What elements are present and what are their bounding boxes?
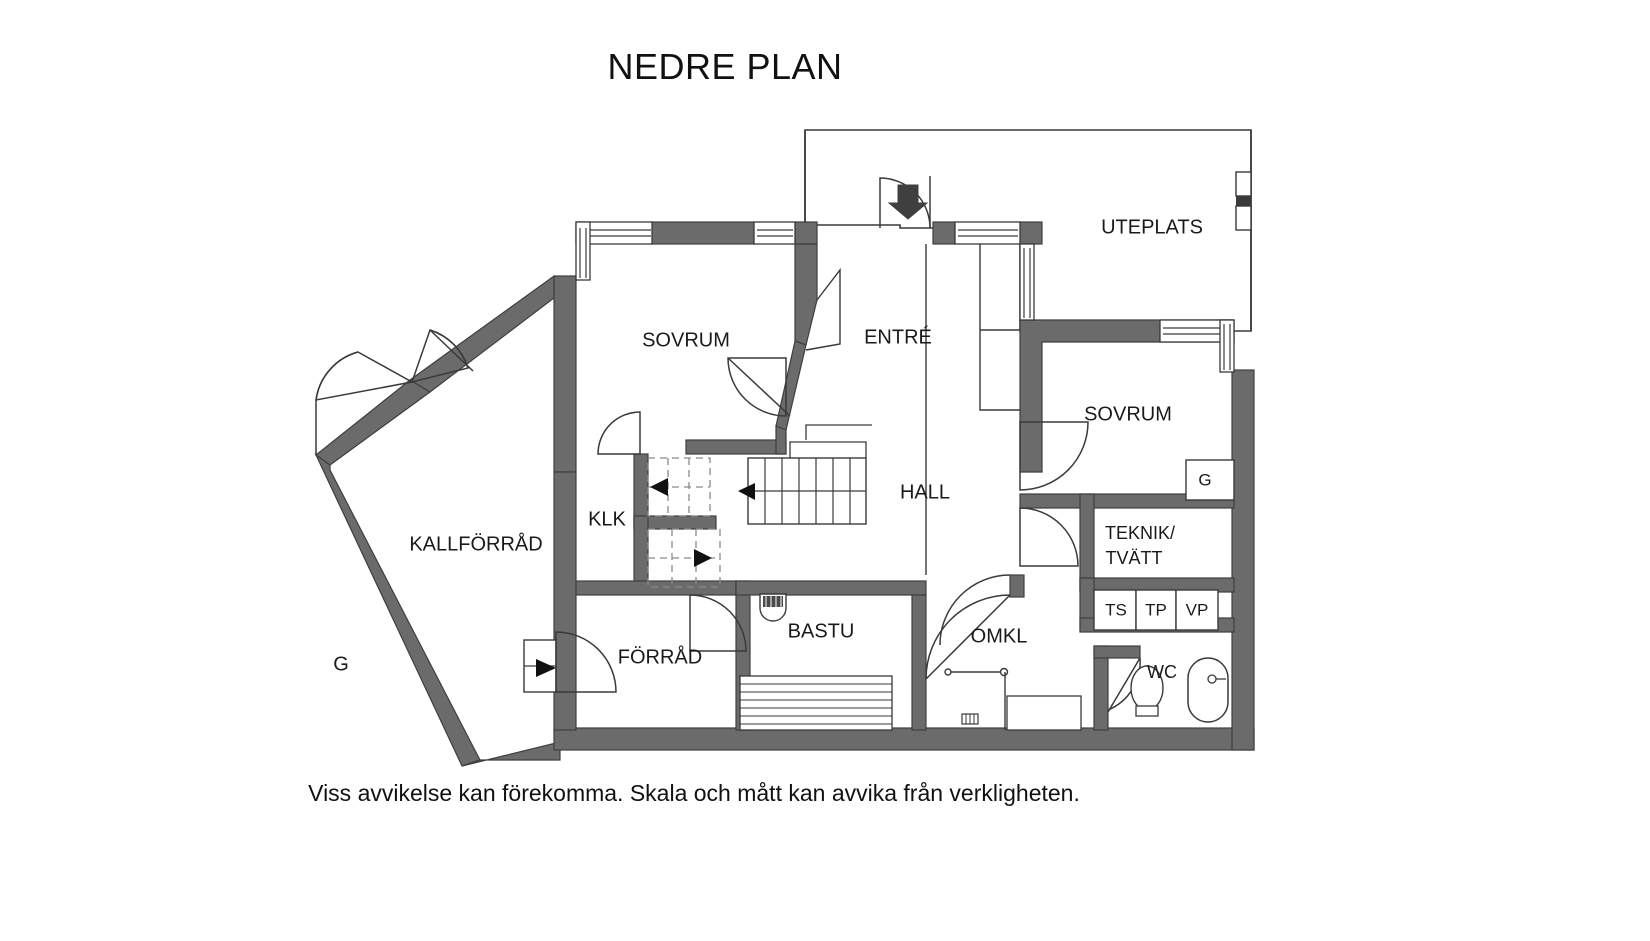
room-label-vp: VP bbox=[1186, 600, 1209, 619]
room-label-tp: TP bbox=[1145, 600, 1167, 619]
kallforrad-doors bbox=[315, 329, 474, 455]
technical-boxes bbox=[1093, 589, 1219, 631]
room-label-forrad: FÖRRÅD bbox=[618, 645, 702, 668]
terrace-door-symbol bbox=[1235, 171, 1252, 231]
room-labels: UTEPLATS ENTRÉ SOVRUM SOVRUM KALLFÖRRÅD … bbox=[333, 216, 1211, 681]
room-label-bastu: BASTU bbox=[788, 620, 855, 642]
room-label-uteplats: UTEPLATS bbox=[1101, 216, 1203, 238]
sink-icon bbox=[961, 713, 979, 725]
room-label-kallforrad: KALLFÖRRÅD bbox=[409, 532, 542, 555]
windows bbox=[575, 221, 1235, 373]
page-title-text: NEDRE PLAN bbox=[607, 46, 843, 87]
room-label-g-outside: G bbox=[333, 653, 349, 675]
room-label-sovrum-left: SOVRUM bbox=[642, 329, 730, 351]
room-label-omkl: OMKL bbox=[971, 625, 1028, 647]
toilet-icon bbox=[1130, 665, 1164, 717]
room-label-hall: HALL bbox=[900, 481, 950, 503]
klk-door-arrows bbox=[650, 478, 712, 567]
down-arrow-icon bbox=[887, 184, 929, 220]
stairs-icon bbox=[738, 424, 872, 525]
room-label-teknik-line1: TEKNIK/ bbox=[1105, 523, 1175, 543]
wc-fixtures bbox=[1130, 657, 1229, 723]
shower-icon bbox=[1187, 657, 1229, 723]
room-label-klk: KLK bbox=[588, 508, 626, 530]
omkl-fixtures bbox=[944, 667, 1082, 731]
page-title: NEDRE PLAN bbox=[0, 46, 1650, 88]
closet-g-box bbox=[1185, 459, 1235, 501]
disclaimer-caption-text: Viss avvikelse kan förekomma. Skala och … bbox=[308, 780, 1080, 806]
disclaimer-caption: Viss avvikelse kan förekomma. Skala och … bbox=[0, 780, 1650, 807]
room-label-g-closet: G bbox=[1198, 470, 1211, 489]
right-arrow-icon bbox=[694, 549, 712, 567]
room-label-wc: WC bbox=[1147, 662, 1177, 682]
room-label-entre: ENTRÉ bbox=[864, 325, 932, 348]
left-arrow-icon bbox=[650, 478, 668, 496]
sauna-stove-icon bbox=[759, 593, 787, 622]
room-label-sovrum-right: SOVRUM bbox=[1084, 403, 1172, 425]
kallforrad-exterior-door bbox=[523, 631, 617, 693]
bastu-interior bbox=[739, 675, 893, 731]
room-label-ts: TS bbox=[1105, 600, 1127, 619]
hall-outline-details bbox=[805, 244, 1020, 575]
room-label-teknik-line2: TVÄTT bbox=[1106, 548, 1163, 568]
